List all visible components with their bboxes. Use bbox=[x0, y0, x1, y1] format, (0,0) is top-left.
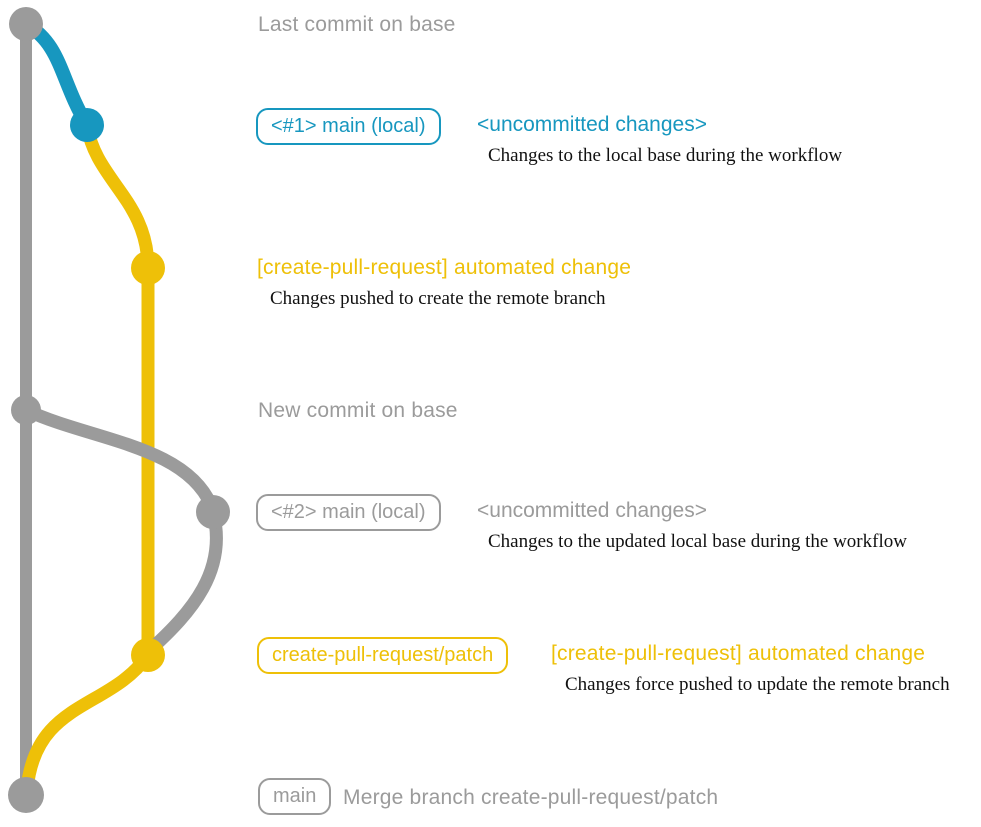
commit-dot-merge bbox=[8, 777, 44, 813]
label-automated-change-2: [create-pull-request] automated change bbox=[551, 642, 926, 665]
commit-dot-automated-change-1 bbox=[131, 251, 165, 285]
local-main-branch-line bbox=[22, 17, 94, 129]
commit-graph bbox=[8, 7, 230, 813]
label-automated-change-1: [create-pull-request] automated change bbox=[257, 256, 632, 279]
branch-badge-main-local-1: <#1> main (local) bbox=[256, 108, 441, 145]
commit-dot-new-commit-on-base bbox=[11, 395, 41, 425]
caption-local-base-changes: Changes to the local base during the wor… bbox=[488, 145, 843, 166]
caption-force-pushed-to-update: Changes force pushed to update the remot… bbox=[565, 674, 950, 695]
label-new-commit-on-base: New commit on base bbox=[258, 399, 458, 422]
label-merge-branch: Merge branch create-pull-request/patch bbox=[343, 786, 719, 809]
branch-badge-main: main bbox=[258, 778, 332, 815]
commit-dot-last-commit-on-base bbox=[9, 7, 43, 41]
status-uncommitted-changes-1: <uncommitted changes> bbox=[477, 113, 707, 136]
caption-pushed-to-create: Changes pushed to create the remote bran… bbox=[270, 288, 606, 309]
branch-badge-create-pull-request-patch: create-pull-request/patch bbox=[257, 637, 509, 674]
caption-updated-local-base-changes: Changes to the updated local base during… bbox=[488, 531, 907, 552]
commit-dot-main-local-2 bbox=[196, 495, 230, 529]
label-last-commit-on-base: Last commit on base bbox=[258, 13, 456, 36]
status-uncommitted-changes-2: <uncommitted changes> bbox=[477, 499, 707, 522]
patch-branch-line bbox=[20, 123, 155, 791]
updated-local-main-line-merge bbox=[145, 510, 223, 655]
commit-dot-automated-change-2 bbox=[131, 638, 165, 672]
commit-dot-main-local-1 bbox=[70, 108, 104, 142]
branch-badge-main-local-2: <#2> main (local) bbox=[256, 494, 441, 531]
updated-local-main-line-out bbox=[23, 404, 217, 508]
